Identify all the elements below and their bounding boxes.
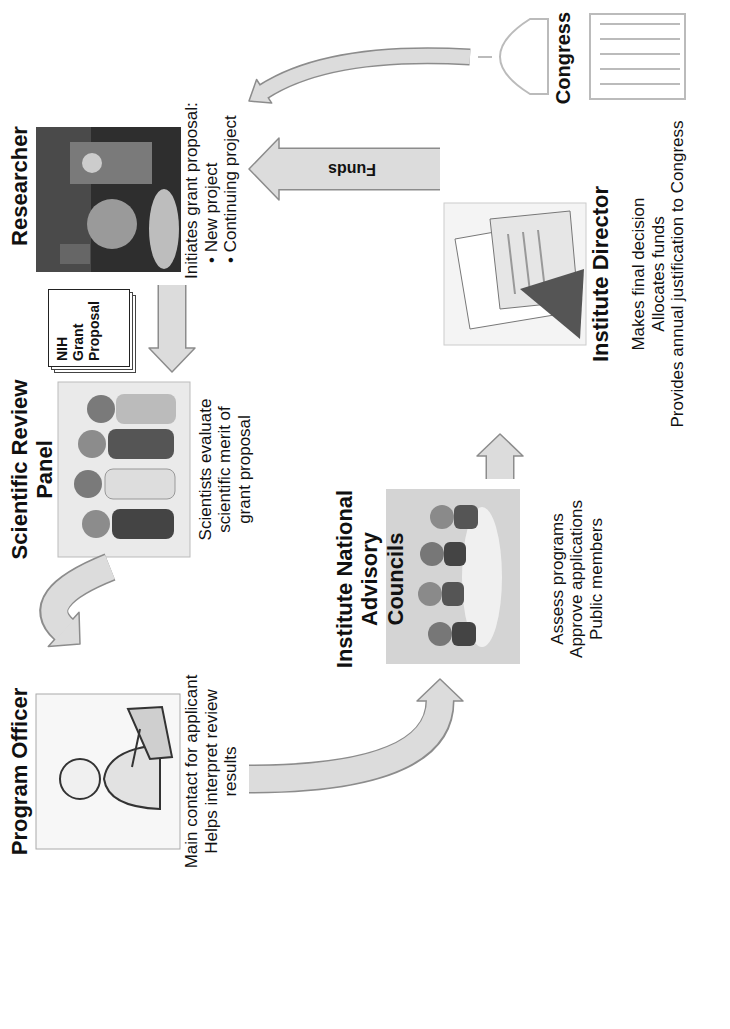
researcher-photo-part bbox=[82, 153, 102, 173]
node-title: Institute Director bbox=[588, 120, 613, 428]
advisory-council-photo-part bbox=[428, 622, 452, 646]
arrow-head bbox=[249, 138, 279, 200]
program-officer-sketch-part bbox=[36, 694, 180, 849]
flow-arrow bbox=[249, 138, 440, 200]
review-panel-photo bbox=[58, 382, 190, 557]
researcher-photo-part bbox=[149, 189, 179, 269]
flow-arrow bbox=[48, 567, 110, 646]
congress-node: Congress bbox=[470, 5, 693, 111]
review-panel-photo-part bbox=[82, 510, 110, 538]
node-text: Initiates grant proposal: bbox=[182, 93, 202, 279]
researcher-node: Researcher Initiates grant proposal:• New… bbox=[5, 87, 249, 285]
node-title: Researcher bbox=[7, 93, 32, 279]
review-panel-photo-part bbox=[108, 429, 174, 459]
node-text: Scientists evaluate scientific merit of … bbox=[196, 390, 255, 550]
arrow-body bbox=[54, 567, 110, 630]
image-space bbox=[32, 93, 182, 279]
advisory-council-photo-part bbox=[454, 505, 478, 529]
capitol-building-icon-part bbox=[600, 24, 680, 84]
advisory-council-photo-part bbox=[442, 582, 464, 606]
review-panel-photo-part bbox=[58, 382, 190, 557]
researcher-photo-part bbox=[70, 142, 152, 184]
image-space bbox=[472, 5, 552, 111]
node-title: Scientific Review Panel bbox=[7, 378, 58, 561]
institute-director-node: Institute Director Makes final decisionAl… bbox=[440, 114, 696, 434]
advisory-council-node: Institute National Advisory Councils Asse… bbox=[330, 479, 615, 679]
review-panel-photo-part bbox=[78, 430, 106, 458]
image-space bbox=[408, 485, 548, 673]
arrow-body bbox=[159, 285, 185, 350]
arrow-head bbox=[477, 434, 523, 456]
capitol-building-icon-part bbox=[500, 19, 548, 94]
grant-proposal-document: NIH Grant Proposal bbox=[48, 289, 130, 367]
director-papers-image bbox=[444, 203, 586, 345]
review-panel-photo-part bbox=[87, 395, 115, 423]
flow-arrow bbox=[249, 56, 470, 103]
node-text: Helps interpret review results bbox=[202, 672, 241, 872]
image-space bbox=[32, 650, 182, 893]
program-officer-sketch-part bbox=[132, 729, 140, 767]
advisory-council-photo-part bbox=[418, 582, 442, 606]
advisory-council-photo-part bbox=[430, 505, 454, 529]
researcher-photo-part bbox=[36, 127, 181, 272]
node-title: NIH Grant Proposal bbox=[54, 301, 102, 361]
review-panel-photo-part bbox=[105, 469, 175, 499]
program-officer-sketch bbox=[36, 694, 180, 849]
review-panel-photo-part bbox=[74, 470, 102, 498]
arrow-body bbox=[278, 149, 441, 189]
review-panel-photo-part bbox=[112, 509, 174, 539]
arrow-body bbox=[249, 700, 440, 780]
advisory-council-photo-part bbox=[452, 622, 476, 646]
edge-label: Funds bbox=[326, 160, 378, 178]
node-text: • Continuing project bbox=[221, 93, 241, 279]
director-papers-image-part bbox=[444, 203, 586, 345]
arrow-head bbox=[149, 348, 195, 372]
node-text: Assess programs bbox=[548, 485, 568, 673]
image-space bbox=[442, 120, 588, 428]
node-text: Allocates funds bbox=[649, 120, 669, 428]
node-title: Institute National Advisory Councils bbox=[332, 485, 408, 673]
node-title: Congress bbox=[552, 5, 575, 111]
node-text: Provides annual justification to Congres… bbox=[668, 120, 688, 428]
capitol-building-icon bbox=[478, 14, 685, 99]
node-text: Main contact for applicant bbox=[182, 650, 202, 893]
director-papers-image-part bbox=[520, 269, 584, 339]
advisory-council-photo-part bbox=[420, 542, 444, 566]
node-text: Public members bbox=[587, 485, 607, 673]
node-text: Approve applications bbox=[567, 485, 587, 673]
researcher-photo-part bbox=[60, 244, 90, 264]
review-panel-photo-part bbox=[116, 394, 176, 424]
capitol-building-icon-part bbox=[590, 14, 685, 99]
image-space bbox=[58, 378, 196, 561]
capitol-building-icon-part bbox=[478, 56, 492, 58]
program-officer-sketch-part bbox=[60, 759, 100, 799]
node-text: Makes final decision bbox=[629, 120, 649, 428]
program-officer-node: Program Officer Main contact for applican… bbox=[5, 644, 249, 899]
researcher-photo-part bbox=[87, 199, 137, 249]
advisory-council-photo-part bbox=[444, 542, 466, 566]
researcher-photo bbox=[36, 127, 181, 272]
flow-arrow bbox=[249, 679, 463, 779]
image-space bbox=[613, 120, 629, 428]
node-text: • New project bbox=[202, 93, 222, 279]
arrow-head bbox=[417, 679, 463, 701]
arrow-body bbox=[487, 455, 513, 480]
review-panel-node: Scientific Review Panel Scientists evalua… bbox=[5, 372, 262, 567]
node-title: Program Officer bbox=[7, 650, 32, 893]
image-space bbox=[575, 5, 685, 111]
flow-arrow bbox=[149, 285, 195, 372]
flow-arrow bbox=[477, 434, 523, 479]
arrow-body bbox=[263, 56, 470, 92]
